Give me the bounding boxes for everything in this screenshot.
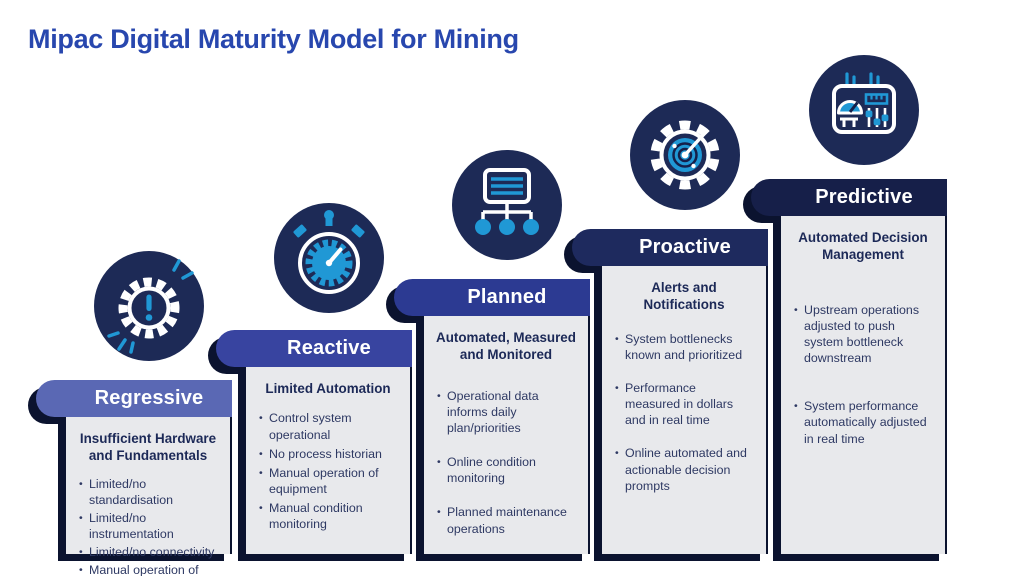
- stage-heading: Limited Automation: [265, 381, 391, 396]
- stage-header-regressive: Regressive: [36, 380, 232, 417]
- radar-gear-icon: [630, 100, 740, 210]
- stage-bullets: Upstream operations adjusted to push sys…: [793, 302, 933, 447]
- stage-header-planned: Planned: [394, 279, 590, 316]
- stage-name: Reactive: [287, 337, 371, 359]
- stage-column-planned: Planned Automated, Measured and Monitore…: [394, 279, 590, 554]
- bullet-item: Online condition monitoring: [436, 454, 576, 486]
- bullet-item: Upstream operations adjusted to push sys…: [793, 302, 933, 367]
- bullet-item: Control system operational: [258, 410, 398, 442]
- broken-gear-alert-icon: [94, 251, 204, 361]
- bullet-item: Online automated and actionable decision…: [614, 445, 754, 493]
- stopwatch-icon: [274, 203, 384, 313]
- stage-card-planned: Automated, Measured and Monitored Operat…: [424, 316, 590, 554]
- bullet-item: Limited/no connectivity: [78, 544, 218, 560]
- bullet-item: Manual condition monitoring: [258, 500, 398, 532]
- stage-heading: Alerts and Notifications: [643, 280, 725, 313]
- org-chart-icon: [452, 150, 562, 260]
- stage-heading: Automated, Measured and Monitored: [436, 330, 576, 363]
- stage-name: Proactive: [639, 236, 731, 258]
- stage-card-reactive: Limited Automation Control system operat…: [246, 367, 412, 554]
- bullet-item: Limited/no instrumentation: [78, 510, 218, 542]
- bullet-item: Operational data informs daily plan/prio…: [436, 388, 576, 436]
- bullet-item: No process historian: [258, 446, 398, 462]
- stage-column-predictive: Predictive Automated Decision Management…: [751, 179, 947, 554]
- stage-name: Planned: [467, 286, 547, 308]
- stage-bullets: Limited/no standardisation Limited/no in…: [78, 476, 218, 576]
- stage-bullets: System bottlenecks known and prioritized…: [614, 331, 754, 494]
- stage-bullets: Operational data informs daily plan/prio…: [436, 388, 576, 537]
- stage-bullets: Control system operational No process hi…: [258, 410, 398, 532]
- bullet-item: System performance automatically adjuste…: [793, 398, 933, 446]
- bullet-item: Limited/no standardisation: [78, 476, 218, 508]
- stage-card-predictive: Automated Decision Management Upstream o…: [781, 216, 947, 554]
- bullet-item: Manual operation of equipment: [258, 465, 398, 497]
- stage-card-regressive: Insufficient Hardware and Fundamentals L…: [66, 417, 232, 576]
- stage-name: Predictive: [815, 186, 913, 208]
- stage-card-proactive: Alerts and Notifications System bottlene…: [602, 266, 768, 554]
- stage-header-proactive: Proactive: [572, 229, 768, 266]
- stage-column-reactive: Reactive Limited Automation Control syst…: [216, 330, 412, 554]
- stage-heading: Automated Decision Management: [798, 230, 928, 263]
- stage-name: Regressive: [94, 387, 204, 409]
- stage-header-predictive: Predictive: [751, 179, 947, 216]
- stage-header-reactive: Reactive: [216, 330, 412, 367]
- stage-column-proactive: Proactive Alerts and Notifications Syste…: [572, 229, 768, 554]
- page-title: Mipac Digital Maturity Model for Mining: [28, 24, 519, 54]
- bullet-item: Manual operation of equipment: [78, 562, 218, 576]
- stage-column-regressive: Regressive Insufficient Hardware and Fun…: [36, 380, 232, 576]
- bullet-item: System bottlenecks known and prioritized: [614, 331, 754, 363]
- control-panel-icon: [809, 55, 919, 165]
- bullet-item: Performance measured in dollars and in r…: [614, 380, 754, 428]
- stage-heading: Insufficient Hardware and Fundamentals: [79, 431, 217, 464]
- bullet-item: Planned maintenance operations: [436, 504, 576, 536]
